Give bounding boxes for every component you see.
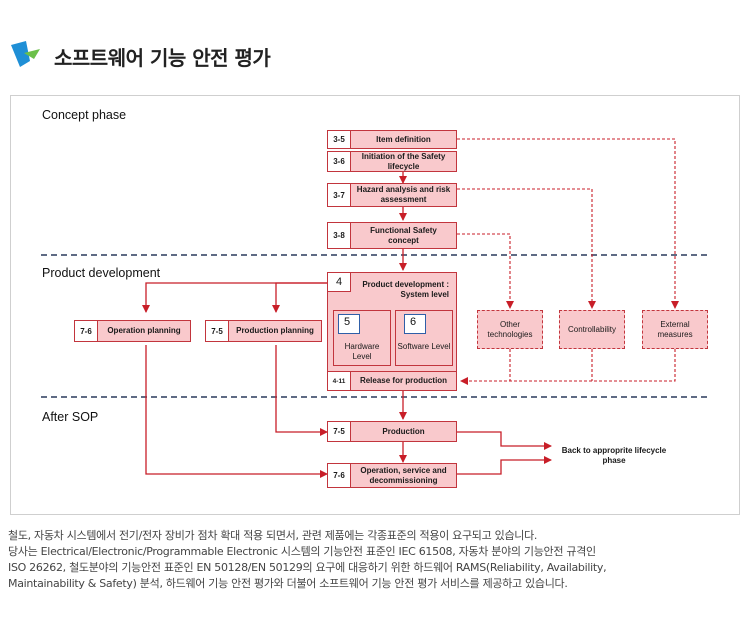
step-hazard-analysis: Hazard analysis and risk assessment [350,183,457,207]
software-level-label: Software Level [397,342,451,351]
factor-other-technologies: Other technologies [477,310,543,349]
factor-controllability: Controllability [559,310,625,349]
product-development-label: Product development : System level [362,280,449,299]
step-number: 3-7 [327,183,351,207]
phase-label-product: Product development [42,266,161,280]
description-line: 당사는 Electrical/Electronic/Programmable E… [8,545,596,558]
brand-logo-icon [8,39,42,73]
phase-label-after-sop: After SOP [42,410,99,424]
step-number: 3-5 [327,130,351,149]
step-operation-service-decommissioning: Operation, service and decommissioning [350,463,457,488]
step-number: 3-8 [327,222,351,249]
step-number: 7-6 [327,463,351,488]
description-line: Maintainability & Safety) 분석, 하드웨어 기능 안전… [8,577,568,590]
step-number: 4 [327,272,351,292]
description-line: 철도, 자동차 시스템에서 전기/전자 장비가 점차 확대 적용 되면서, 관련… [8,529,538,542]
step-number: 4-11 [327,371,351,391]
step-functional-safety-concept: Functional Safety concept [350,222,457,249]
service-description: 철도, 자동차 시스템에서 전기/전자 장비가 점차 확대 적용 되면서, 관련… [8,528,738,592]
description-line: ISO 26262, 철도분야의 기능안전 표준인 EN 50128/EN 50… [8,561,607,574]
phase-label-concept: Concept phase [42,108,127,122]
hardware-level-number: 5 [338,314,360,334]
step-production-planning: Production planning [228,320,322,342]
step-number: 3-6 [327,151,351,172]
step-number: 7-5 [205,320,229,342]
step-item-definition: Item definition [350,130,457,149]
diagram-connectors [41,138,709,478]
step-number: 7-5 [327,421,351,442]
back-to-lifecycle-note: Back to approprite lifecycle phase [561,446,667,465]
step-number: 7-6 [74,320,98,342]
hardware-level-label: Hardware Level [344,342,380,361]
step-production: Production [350,421,457,442]
safety-lifecycle-diagram: Concept phase Product development After … [10,95,740,515]
page-header: 소프트웨어 기능 안전 평가 [8,36,271,76]
page-title: 소프트웨어 기능 안전 평가 [54,45,271,70]
factor-external-measures: External measures [642,310,708,349]
step-operation-planning: Operation planning [97,320,191,342]
step-release-for-production: Release for production [350,371,457,391]
hardware-level-block [333,310,391,366]
software-level-number: 6 [404,314,426,334]
step-safety-lifecycle-initiation: Initiation of the Safety lifecycle [350,151,457,172]
